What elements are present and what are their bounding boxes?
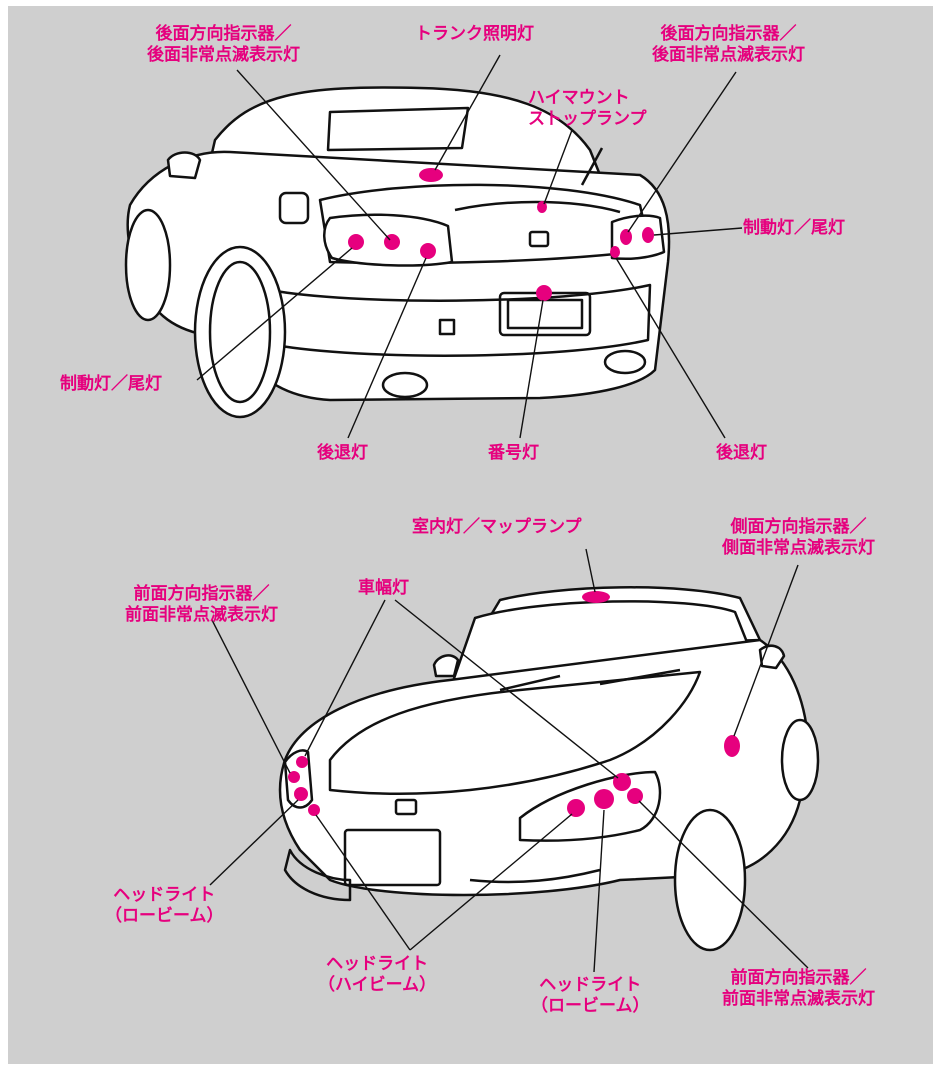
label-side-turn-signal: 側面方向指示器／ 側面非常点滅表示灯 (722, 517, 875, 558)
rear-backup-left-marker (420, 243, 436, 259)
front-left-low-marker (294, 787, 308, 801)
label-high-mount-stop-lamp: ハイマウント ストップランプ (528, 88, 647, 129)
rear-trunk-light-marker (419, 168, 443, 182)
label-brake-tail-left: 制動灯／尾灯 (60, 374, 162, 394)
label-trunk-light: トランク照明灯 (415, 24, 534, 44)
label-rear-turn-signal-right: 後面方向指示器／ 後面非常点滅表示灯 (652, 24, 805, 65)
rear-backup-right-marker (610, 246, 620, 258)
label-backup-right: 後退灯 (716, 443, 767, 463)
label-front-turn-signal-left: 前面方向指示器／ 前面非常点滅表示灯 (125, 584, 278, 625)
label-backup-left: 後退灯 (317, 443, 368, 463)
rear-tail-right-marker (642, 227, 654, 243)
front-right-low-marker (567, 799, 585, 817)
front-car (278, 586, 820, 952)
label-headlight-low-right: ヘッドライト （ロービーム） (531, 975, 650, 1016)
front-side-turn-marker (724, 735, 740, 757)
front-left-clearance-marker (296, 756, 308, 768)
label-front-turn-signal-right: 前面方向指示器／ 前面非常点滅表示灯 (722, 968, 875, 1009)
rear-tail-left-marker (348, 234, 364, 250)
front-right-high-marker (594, 789, 614, 809)
label-license-plate-light: 番号灯 (488, 443, 539, 463)
label-headlight-low-left: ヘッドライト （ロービーム） (105, 885, 224, 926)
label-headlight-high: ヘッドライト （ハイビーム） (318, 954, 437, 995)
front-leader-lines (209, 548, 809, 973)
front-right-turn-marker (627, 788, 643, 804)
label-rear-turn-signal-left: 後面方向指示器／ 後面非常点滅表示灯 (147, 24, 300, 65)
label-brake-tail-right: 制動灯／尾灯 (743, 218, 845, 238)
rear-high-mount-marker (537, 201, 547, 213)
front-left-high-marker (308, 804, 320, 816)
front-room-lamp-marker (582, 591, 610, 603)
rear-turn-right-marker (620, 229, 632, 245)
label-clearance-lamp: 車幅灯 (358, 578, 409, 598)
rear-license-marker (536, 285, 552, 301)
front-left-turn-marker (288, 771, 300, 783)
rear-lamp-markers (348, 168, 654, 301)
label-room-map-lamp: 室内灯／マップランプ (412, 517, 582, 537)
rear-car (124, 86, 671, 419)
rear-leader-lines (196, 54, 743, 439)
